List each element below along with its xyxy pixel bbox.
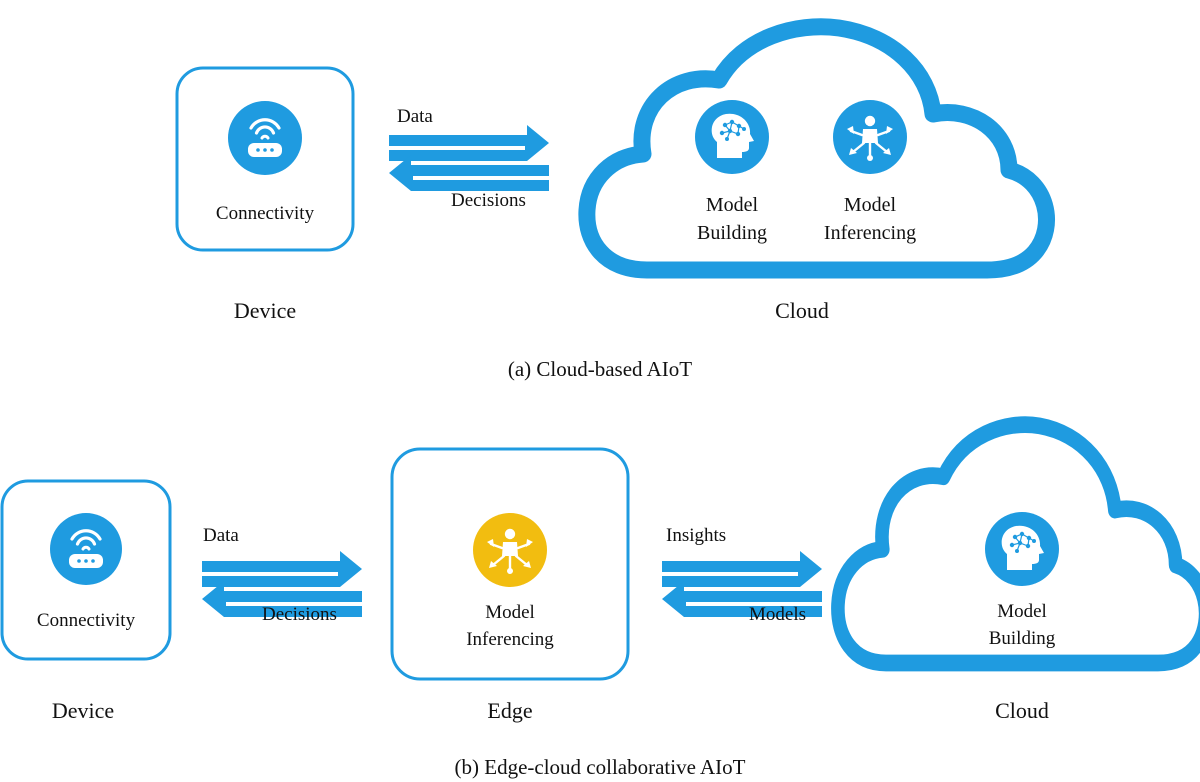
device-box-b: Connectivity [0, 479, 172, 661]
person-network-icon [833, 100, 907, 174]
cloud-model-inferencing-line2: Inferencing [824, 222, 916, 244]
data-decisions-arrows-b: Data Decisions [198, 525, 366, 625]
arrow-data-label: Data [397, 106, 433, 127]
panel-b: Connectivity Device Data Decisions Model… [0, 425, 1200, 779]
arrow-insights-label: Insights [666, 525, 726, 546]
cloud-b-label: Cloud [995, 698, 1049, 723]
edge-model-inferencing-line1: Model [485, 602, 535, 623]
brain-head-icon [695, 100, 769, 174]
device-b-label: Device [52, 698, 114, 723]
cloud-label: Cloud [775, 298, 829, 323]
cloud-b-model-building-line1: Model [997, 601, 1047, 622]
panel-a-caption: (a) Cloud-based AIoT [508, 357, 692, 381]
data-decisions-arrows: Data Decisions [385, 106, 553, 211]
device-label: Device [234, 298, 296, 323]
arrow-b-decisions-label: Decisions [262, 604, 337, 625]
brain-head-icon [985, 512, 1059, 586]
router-wifi-icon [228, 101, 302, 175]
cloud-model-building-line2: Building [697, 222, 767, 244]
arrow-decisions-label: Decisions [451, 190, 526, 211]
panel-b-caption: (b) Edge-cloud collaborative AIoT [455, 755, 746, 779]
person-network-icon [473, 513, 547, 587]
cloud-model-building-line1: Model [706, 194, 759, 216]
edge-label: Edge [487, 698, 532, 723]
router-wifi-icon [50, 513, 122, 585]
cloud-model-inferencing-line1: Model [844, 194, 897, 216]
insights-models-arrows: Insights Models [658, 525, 826, 625]
device-b-connectivity-label: Connectivity [37, 610, 136, 631]
edge-box: Model Inferencing [390, 447, 630, 681]
cloud-b-model-building-line2: Building [989, 628, 1056, 649]
cloud-b: Model Building [838, 425, 1200, 663]
panel-a: Connectivity Device Data Decisions Model… [175, 27, 1047, 381]
cloud: Model Building Model Inferencing [587, 27, 1047, 270]
edge-model-inferencing-line2: Inferencing [466, 629, 554, 650]
device-connectivity-label: Connectivity [216, 203, 315, 224]
arrow-b-data-label: Data [203, 525, 239, 546]
device-box: Connectivity [175, 66, 355, 252]
arrow-models-label: Models [749, 604, 806, 625]
